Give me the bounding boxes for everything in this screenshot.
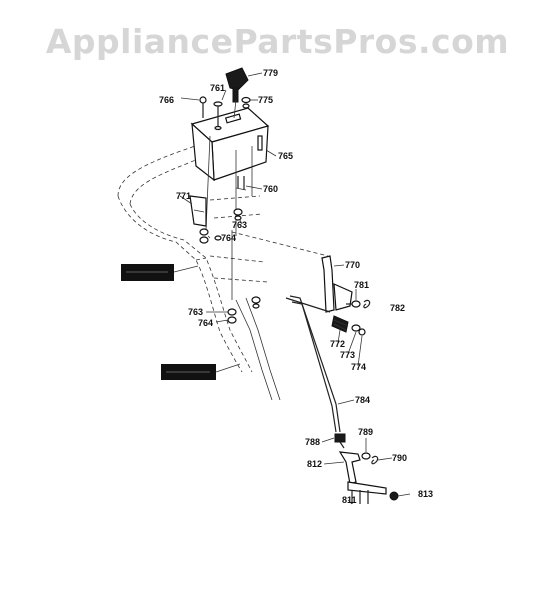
washer-773 [351,324,361,332]
bolt-811 [351,490,369,504]
spring-772 [331,315,349,333]
watermark-logo: AppliancePartsPros.com [45,22,510,61]
part-label-763-upper: 763 [232,220,247,230]
part-label-811: 811 [342,495,357,505]
clip-782 [363,299,371,309]
pin-781 [346,300,361,308]
reference-tag-lower [161,363,241,380]
part-label-781: 781 [354,280,369,290]
part-label-764-lower: 764 [198,318,213,328]
bolt-761 [213,101,223,131]
nut-764-lower [227,308,237,324]
knob-813 [389,491,399,501]
part-label-763-lower: 763 [188,307,203,317]
part-label-779: 779 [263,68,278,78]
part-label-770: 770 [345,260,360,270]
part-label-760: 760 [263,184,278,194]
part-label-775: 775 [258,95,273,105]
nut-764-upper [199,228,222,244]
clip-790 [371,455,379,465]
part-label-789: 789 [358,427,373,437]
washer-763-lower [251,296,261,309]
bolt-766 [199,96,207,118]
reference-tag-upper [121,264,199,281]
part-label-761: 761 [210,83,225,93]
part-label-784: 784 [355,395,370,405]
part-label-790: 790 [392,453,407,463]
bracket-771 [189,195,207,227]
part-label-788: 788 [305,437,320,447]
part-label-773: 773 [340,350,355,360]
control-bracket-765 [190,107,270,236]
nut-775 [241,96,251,109]
washer-763-upper [233,208,243,221]
part-label-812: 812 [307,459,322,469]
bolt-760 [235,176,247,191]
part-label-782: 782 [390,303,405,313]
part-label-765: 765 [278,151,293,161]
leader-lines [179,72,411,505]
part-label-772: 772 [330,339,345,349]
shift-arm-812 [338,451,387,495]
part-label-774: 774 [351,362,366,372]
part-label-813: 813 [418,489,433,499]
nut-774 [358,328,366,336]
ferrule-788 [334,433,346,449]
washer-789 [361,452,371,460]
part-label-771: 771 [176,191,191,201]
part-label-766: 766 [159,95,174,105]
part-label-764-upper: 764 [221,233,236,243]
shift-knob-779 [225,67,249,119]
shift-rod-784 [285,295,341,433]
